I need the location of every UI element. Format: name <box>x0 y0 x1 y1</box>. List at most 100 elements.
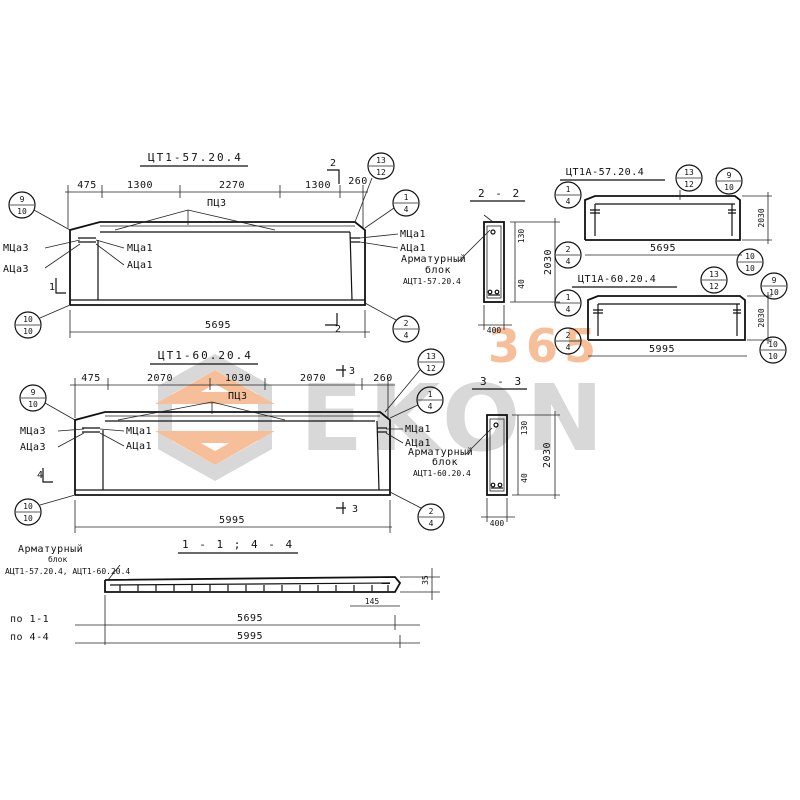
bottom-sec-mark-4: 4 <box>37 470 44 481</box>
top-sec-mark-2: 2 <box>330 158 337 169</box>
top-left-ac3: АЦа3 <box>3 264 29 275</box>
bottom-inner-ac1: АЦа1 <box>126 441 152 452</box>
svg-text:10: 10 <box>768 340 778 349</box>
section-2-2-height: 2030 <box>543 249 554 275</box>
svg-text:1: 1 <box>566 185 571 194</box>
bottom-beam-length: 5995 <box>219 515 245 526</box>
bottom-inner-mc1: МЦа1 <box>126 426 152 437</box>
right-top-bubble-13-12: 13 12 <box>675 164 703 200</box>
top-label-pc3: ПЦ3 <box>207 198 227 209</box>
svg-text:4: 4 <box>566 257 571 266</box>
section-1-1-dim-35: 35 <box>421 575 430 585</box>
svg-text:2: 2 <box>404 319 409 328</box>
right-bottom-bubble-2-4: 2 4 <box>554 327 582 355</box>
right-top-height: 2030 <box>757 208 766 227</box>
top-inner-mc1: МЦа1 <box>127 243 153 254</box>
svg-text:4: 4 <box>566 197 571 206</box>
top-inner-ac1: АЦа1 <box>127 260 153 271</box>
right-bottom-bubble-13-12: 13 12 <box>700 266 728 294</box>
right-bottom-height: 2030 <box>757 308 766 327</box>
section-3-3-top-dim: 130 <box>520 421 529 436</box>
top-bubble-10-10: 10 10 <box>14 304 71 339</box>
bottom-label-pc3: ПЦ3 <box>228 391 248 402</box>
bottom-seg-4: 2070 <box>300 373 326 384</box>
section-2-2: 2 - 2 Арматурный блок АЦТ1-57.20.4 2030 … <box>401 187 560 335</box>
section-1-1-row2-value: 5995 <box>237 631 263 642</box>
top-sec-mark-2b: 2 <box>335 324 342 335</box>
right-bottom-beam: ЦТ1А-60.20.4 2030 5995 13 12 9 10 1 4 <box>554 266 788 364</box>
top-beam-length: 5695 <box>205 320 231 331</box>
top-beam-title: ЦТ1-57.20.4 <box>148 151 243 164</box>
section-2-2-title: 2 - 2 <box>478 187 521 200</box>
bottom-bubble-10-10: 10 10 <box>14 494 76 526</box>
svg-text:10: 10 <box>28 400 38 409</box>
svg-text:10: 10 <box>768 352 778 361</box>
svg-text:1: 1 <box>404 193 409 202</box>
svg-text:4: 4 <box>428 402 433 411</box>
section-3-3-bottom-dim: 40 <box>520 473 529 483</box>
watermark-number: 365 <box>488 319 602 373</box>
right-bottom-title: ЦТ1А-60.20.4 <box>578 274 656 285</box>
section-2-2-block-label: Арматурный <box>401 253 466 265</box>
bottom-beam-drawing: ЦТ1-60.20.4 475 2070 1030 2070 260 ПЦ3 М… <box>14 348 445 533</box>
svg-text:13: 13 <box>376 156 386 165</box>
svg-text:2: 2 <box>566 245 571 254</box>
svg-text:10: 10 <box>23 514 33 523</box>
right-bottom-bubble-1-4: 1 4 <box>554 289 582 317</box>
bottom-bubble-9-10: 9 10 <box>19 384 76 421</box>
bottom-bubble-13-12: 13 12 <box>384 348 445 413</box>
svg-text:2: 2 <box>566 331 571 340</box>
top-seg-1: 475 <box>77 180 97 191</box>
section-3-3-width: 400 <box>490 519 505 528</box>
right-top-bubble-1-4: 1 4 <box>554 181 582 209</box>
svg-text:4: 4 <box>404 331 409 340</box>
svg-text:9: 9 <box>727 171 732 180</box>
svg-text:13: 13 <box>684 168 694 177</box>
svg-text:1: 1 <box>566 293 571 302</box>
right-bottom-length: 5995 <box>649 344 675 355</box>
top-beam-drawing: ЦТ1-57.20.4 475 1300 2270 1300 260 ПЦ3 М… <box>3 151 426 343</box>
bottom-seg-2: 2070 <box>147 373 173 384</box>
svg-text:10: 10 <box>23 502 33 511</box>
svg-text:13: 13 <box>426 352 436 361</box>
section-2-2-top-dim: 130 <box>517 229 526 244</box>
section-1-1-row2-label: по 4-4 <box>10 632 49 643</box>
top-seg-3: 2270 <box>219 180 245 191</box>
bottom-seg-5: 260 <box>373 373 393 384</box>
watermark: EKON 365 <box>155 319 609 482</box>
section-3-3: 3 - 3 Арматурный блок АЦТ1-60.20.4 2030 … <box>408 375 560 528</box>
svg-text:4: 4 <box>429 519 434 528</box>
bottom-bubble-1-4: 1 4 <box>389 386 444 419</box>
section-2-2-width: 400 <box>487 326 502 335</box>
svg-text:12: 12 <box>709 282 719 291</box>
right-top-bubble-9-10: 9 10 <box>715 167 743 195</box>
svg-text:10: 10 <box>769 288 779 297</box>
bottom-right-ac1: АЦа1 <box>405 438 431 449</box>
watermark-hexagon-accent <box>155 370 275 404</box>
svg-text:4: 4 <box>566 343 571 352</box>
section-3-3-block-word: блок <box>432 456 458 468</box>
section-3-3-title: 3 - 3 <box>480 375 523 388</box>
bottom-seg-1: 475 <box>81 373 101 384</box>
bottom-bubble-2-4: 2 4 <box>389 491 445 531</box>
watermark-brand: EKON <box>300 365 609 472</box>
svg-text:13: 13 <box>709 270 719 279</box>
svg-text:10: 10 <box>745 252 755 261</box>
bottom-sec-mark-3: 3 <box>349 366 356 377</box>
top-seg-5: 260 <box>348 176 368 187</box>
section-1-1-row1-value: 5695 <box>237 613 263 624</box>
svg-text:2: 2 <box>429 507 434 516</box>
section-3-3-height: 2030 <box>542 442 553 468</box>
section-1-1-rebar-ticks <box>119 585 389 591</box>
right-bottom-bubble-9-10: 9 10 <box>760 272 788 300</box>
section-1-1-block-label: Арматурный <box>18 543 83 555</box>
bottom-left-mc3: МЦа3 <box>20 426 46 437</box>
section-1-1-block-word: блок <box>48 554 67 564</box>
svg-text:10: 10 <box>23 315 33 324</box>
svg-text:9: 9 <box>31 388 36 397</box>
svg-text:4: 4 <box>404 205 409 214</box>
top-right-mc1: МЦа1 <box>400 229 426 240</box>
bottom-seg-3: 1030 <box>225 373 251 384</box>
right-top-title: ЦТ1А-57.20.4 <box>566 167 644 178</box>
